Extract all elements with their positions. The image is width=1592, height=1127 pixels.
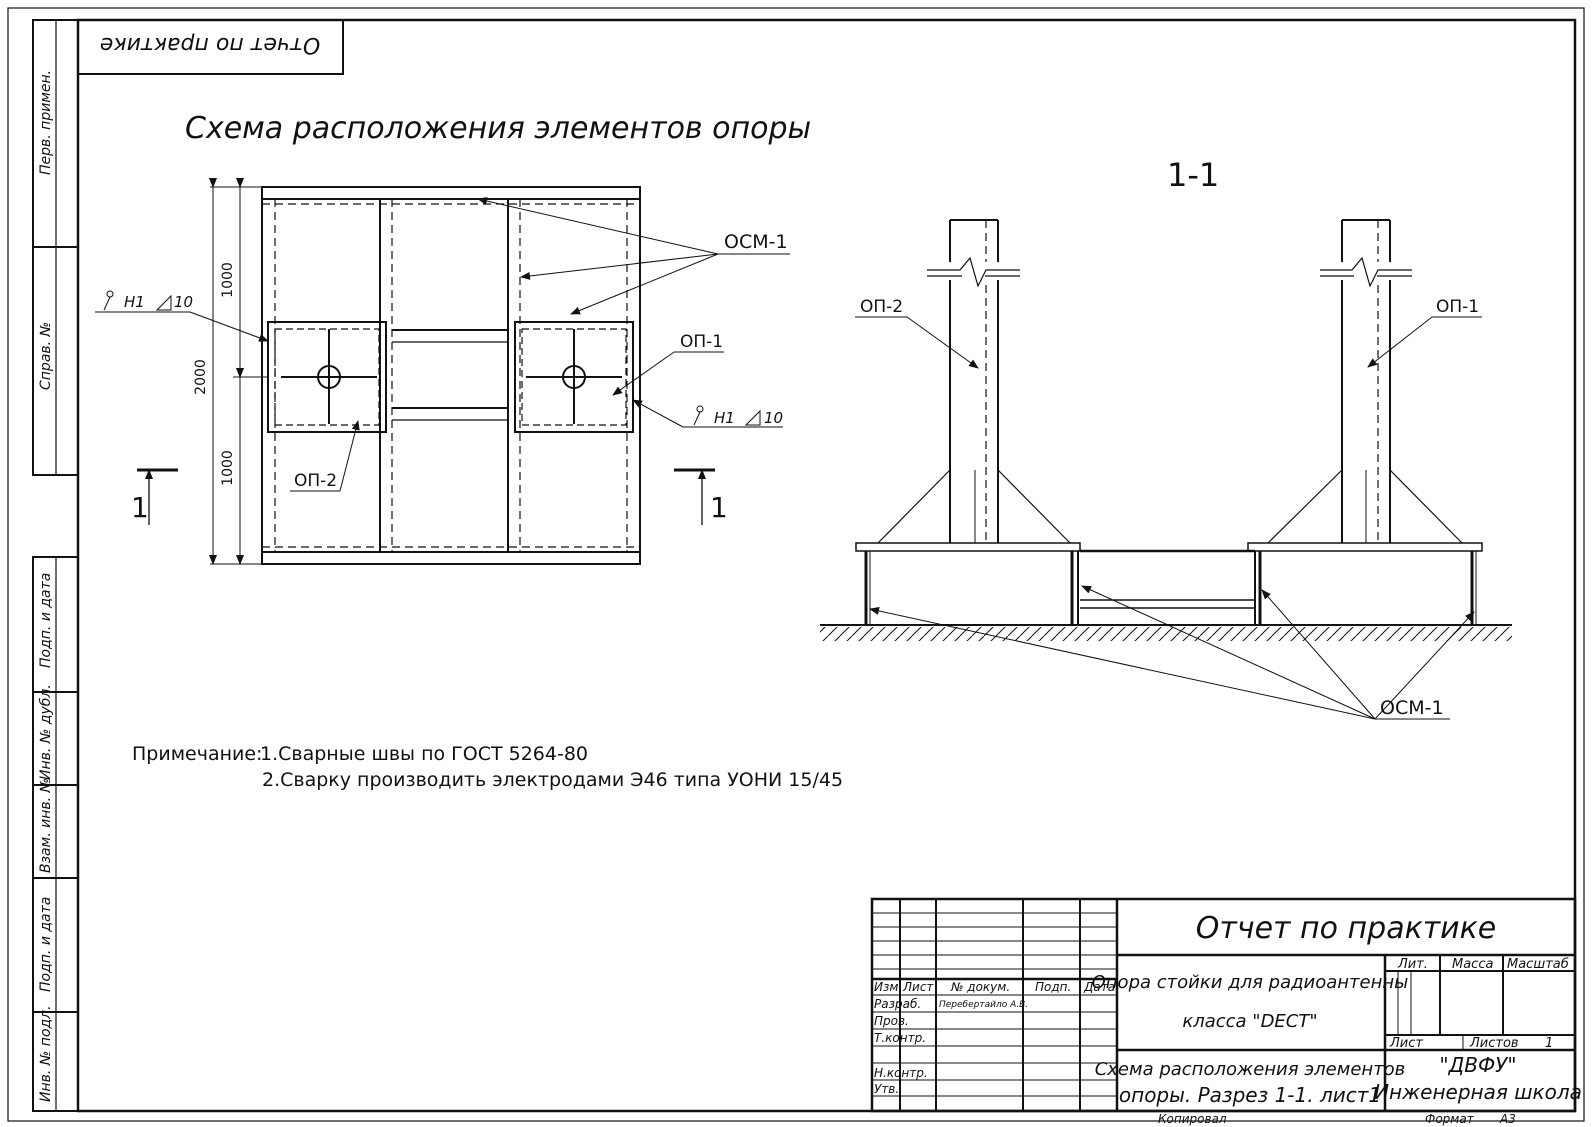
side-label-inv-podl: Инв. № подл. bbox=[38, 1005, 54, 1102]
tb-col-izm: Изм. bbox=[874, 980, 902, 994]
tb-tkontr: Т.контр. bbox=[874, 1031, 926, 1045]
weld-callout-right: Н1 10 bbox=[632, 399, 783, 428]
tb-org-line1: "ДВФУ" bbox=[1439, 1053, 1516, 1077]
tb-col-data: Дата bbox=[1083, 980, 1115, 994]
notes-line1: 1.Сварные швы по ГОСТ 5264-80 bbox=[260, 743, 588, 765]
callout-op2-plan: ОП-2 bbox=[290, 420, 360, 492]
section-view: ОП-2 ОП-1 ОСМ-1 bbox=[820, 219, 1512, 720]
callout-op1-section: ОП-1 bbox=[1367, 297, 1482, 368]
callout-op1-plan: ОП-1 bbox=[612, 332, 724, 396]
top-stamp: Отчет по практике bbox=[77, 19, 344, 75]
side-label-vzam-inv: Взам. инв. № bbox=[38, 778, 54, 873]
tb-kopiroval: Копировал bbox=[1158, 1112, 1227, 1126]
plan-label-op1: ОП-1 bbox=[680, 332, 723, 352]
tb-col-list: Лист bbox=[902, 980, 934, 994]
weld-callout-left: Н1 10 bbox=[95, 290, 269, 342]
tb-nkontr: Н.контр. bbox=[874, 1066, 928, 1080]
tb-description-line1: Опора стойки для радиоантенны bbox=[1092, 972, 1409, 993]
plan-label-osm1: ОСМ-1 bbox=[724, 231, 788, 253]
tb-format-value: А3 bbox=[1499, 1112, 1516, 1126]
section-label-op2: ОП-2 bbox=[860, 297, 903, 317]
tb-org-line2: Инженерная школа bbox=[1374, 1080, 1582, 1104]
tb-col-podp: Подп. bbox=[1035, 980, 1071, 994]
callout-op2-section: ОП-2 bbox=[855, 297, 979, 369]
top-stamp-text: Отчет по практике bbox=[100, 32, 320, 57]
tb-utv: Утв. bbox=[874, 1082, 899, 1096]
side-label-perv-primen: Перв. примен. bbox=[38, 70, 54, 175]
tb-prov: Пров. bbox=[874, 1014, 909, 1028]
plan-view: 2000 1000 1000 1 1 Н1 10 Н1 10 bbox=[95, 178, 790, 565]
tb-format-label: Формат bbox=[1425, 1112, 1475, 1126]
notes: Примечание: 1.Сварные швы по ГОСТ 5264-8… bbox=[132, 743, 843, 791]
tb-lit: Лит. bbox=[1397, 957, 1428, 972]
notes-prefix: Примечание: bbox=[132, 743, 262, 765]
side-label-sprav: Справ. № bbox=[38, 322, 54, 390]
left-margin-strip: Перв. примен. Справ. № Подп. и дата Инв.… bbox=[32, 19, 79, 1112]
tb-razrab: Разраб. bbox=[874, 997, 921, 1011]
tb-razrab-name: Перебертайло А.В. bbox=[939, 1000, 1028, 1010]
section-label-op1: ОП-1 bbox=[1436, 297, 1479, 317]
tb-description-line2: класса "DECT" bbox=[1182, 1011, 1317, 1032]
weld-right-label: Н1 bbox=[714, 409, 735, 427]
dim-top-1000: 1000 bbox=[220, 262, 236, 298]
section-mark-left: 1 bbox=[131, 491, 149, 524]
tb-list-label: Лист bbox=[1389, 1036, 1423, 1051]
callout-osm1-section: ОСМ-1 bbox=[869, 585, 1475, 720]
scheme-title: Схема расположения элементов опоры bbox=[185, 111, 811, 146]
side-label-inv-dubl: Инв. № дубл. bbox=[38, 684, 54, 780]
callout-osm1-plan: ОСМ-1 bbox=[477, 197, 790, 315]
section-mark-right: 1 bbox=[710, 491, 728, 524]
dim-bottom-1000: 1000 bbox=[220, 450, 236, 486]
weld-left-size: 10 bbox=[174, 293, 193, 311]
tb-main-title: Отчет по практике bbox=[1196, 911, 1497, 946]
tb-listov-label: Листов bbox=[1469, 1036, 1519, 1051]
side-label-podp-data-1: Подп. и дата bbox=[38, 573, 54, 668]
title-block: Изм. Лист № докум. Подп. Дата Разраб. Пе… bbox=[870, 897, 1582, 1126]
section-label-osm1: ОСМ-1 bbox=[1380, 697, 1444, 719]
tb-sheet-title-line1: Схема расположения элементов bbox=[1095, 1059, 1406, 1080]
weld-left-label: Н1 bbox=[124, 293, 145, 311]
tb-masshtab: Масштаб bbox=[1507, 957, 1569, 972]
tb-col-ndokum: № докум. bbox=[950, 980, 1010, 994]
tb-massa: Масса bbox=[1452, 957, 1493, 972]
dim-total-2000: 2000 bbox=[193, 359, 209, 395]
notes-line2: 2.Сварку производить электродами Э46 тип… bbox=[262, 769, 843, 791]
tb-sheet-title-line2: опоры. Разрез 1-1. лист1 bbox=[1119, 1083, 1381, 1107]
tb-listov-value: 1 bbox=[1545, 1036, 1553, 1051]
plan-label-op2: ОП-2 bbox=[294, 471, 337, 491]
weld-right-size: 10 bbox=[764, 409, 783, 427]
section-title: 1-1 bbox=[1167, 156, 1219, 194]
side-label-podp-data-2: Подп. и дата bbox=[38, 897, 54, 992]
